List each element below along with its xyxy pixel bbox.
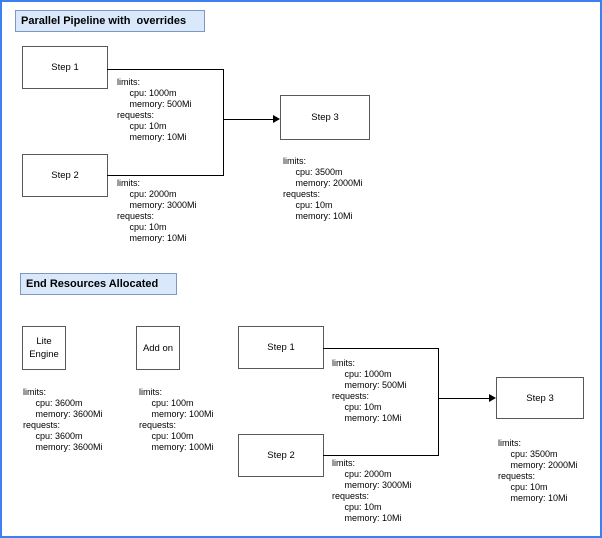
resource-line: requests: bbox=[283, 189, 321, 199]
resource-line: memory: 10Mi bbox=[332, 413, 402, 423]
resource-line: limits: bbox=[283, 156, 306, 166]
resource-line: memory: 3000Mi bbox=[117, 200, 197, 210]
connector-allocated-step1-to-junction bbox=[323, 348, 439, 349]
resource-line: memory: 3600Mi bbox=[23, 442, 103, 452]
resource-line: cpu: 10m bbox=[117, 222, 167, 232]
resource-line: cpu: 3600m bbox=[23, 398, 83, 408]
resource-line: requests: bbox=[139, 420, 177, 430]
resource-line: limits: bbox=[139, 387, 162, 397]
resource-line: memory: 10Mi bbox=[117, 233, 187, 243]
resource-line: cpu: 100m bbox=[139, 431, 194, 441]
connector-pipeline-step2-to-junction bbox=[107, 175, 224, 176]
resource-line: requests: bbox=[117, 211, 155, 221]
resource-line: memory: 10Mi bbox=[283, 211, 353, 221]
resource-line: limits: bbox=[332, 358, 355, 368]
resource-line: limits: bbox=[117, 178, 140, 188]
resource-line: memory: 500Mi bbox=[332, 380, 407, 390]
resource-line: requests: bbox=[498, 471, 536, 481]
allocated-lite-engine-node: Lite Engine bbox=[22, 326, 66, 370]
resource-line: memory: 10Mi bbox=[117, 132, 187, 142]
resource-line: cpu: 1000m bbox=[117, 88, 177, 98]
resource-line: cpu: 10m bbox=[332, 402, 382, 412]
connector-allocated-junction-vertical bbox=[438, 348, 439, 456]
resource-line: memory: 3000Mi bbox=[332, 480, 412, 490]
resource-line: memory: 100Mi bbox=[139, 409, 214, 419]
allocated-step1-node: Step 1 bbox=[238, 326, 324, 369]
arrow-head-icon bbox=[489, 394, 496, 402]
resource-line: cpu: 100m bbox=[139, 398, 194, 408]
connector-allocated-arrow-shaft bbox=[438, 398, 490, 399]
resource-line: requests: bbox=[23, 420, 61, 430]
allocated-step3-node: Step 3 bbox=[496, 377, 584, 419]
resource-line: cpu: 2000m bbox=[332, 469, 392, 479]
resource-line: memory: 3600Mi bbox=[23, 409, 103, 419]
arrow-head-icon bbox=[273, 115, 280, 123]
pipeline-step1-node: Step 1 bbox=[22, 46, 108, 89]
resource-line: requests: bbox=[117, 110, 155, 120]
resource-line: requests: bbox=[332, 391, 370, 401]
resource-line: cpu: 10m bbox=[332, 502, 382, 512]
allocated-add-on-node: Add on bbox=[136, 326, 180, 370]
pipeline-step3-node: Step 3 bbox=[280, 95, 370, 140]
resource-line: limits: bbox=[498, 438, 521, 448]
connector-allocated-step2-to-junction bbox=[323, 455, 439, 456]
resource-line: memory: 2000Mi bbox=[283, 178, 363, 188]
resource-line: cpu: 3500m bbox=[498, 449, 558, 459]
resource-line: cpu: 10m bbox=[283, 200, 333, 210]
resource-line: memory: 100Mi bbox=[139, 442, 214, 452]
allocated-step2-node: Step 2 bbox=[238, 434, 324, 477]
resource-line: limits: bbox=[23, 387, 46, 397]
resource-line: cpu: 3600m bbox=[23, 431, 83, 441]
resource-line: memory: 500Mi bbox=[117, 99, 192, 109]
resource-line: cpu: 10m bbox=[117, 121, 167, 131]
resource-line: memory: 10Mi bbox=[498, 493, 568, 503]
connector-pipeline-step1-to-junction bbox=[107, 69, 224, 70]
connector-pipeline-arrow-shaft bbox=[223, 119, 274, 120]
connector-pipeline-junction-vertical bbox=[223, 69, 224, 176]
resource-line: cpu: 3500m bbox=[283, 167, 343, 177]
resource-line: cpu: 2000m bbox=[117, 189, 177, 199]
allocated-section-title: End Resources Allocated bbox=[20, 273, 177, 295]
resource-line: memory: 10Mi bbox=[332, 513, 402, 523]
resource-line: cpu: 1000m bbox=[332, 369, 392, 379]
pipeline-section-title: Parallel Pipeline with overrides bbox=[15, 10, 205, 32]
pipeline-step2-node: Step 2 bbox=[22, 154, 108, 197]
resource-line: requests: bbox=[332, 491, 370, 501]
resource-line: memory: 2000Mi bbox=[498, 460, 578, 470]
resource-line: cpu: 10m bbox=[498, 482, 548, 492]
resource-line: limits: bbox=[117, 77, 140, 87]
resource-line: limits: bbox=[332, 458, 355, 468]
